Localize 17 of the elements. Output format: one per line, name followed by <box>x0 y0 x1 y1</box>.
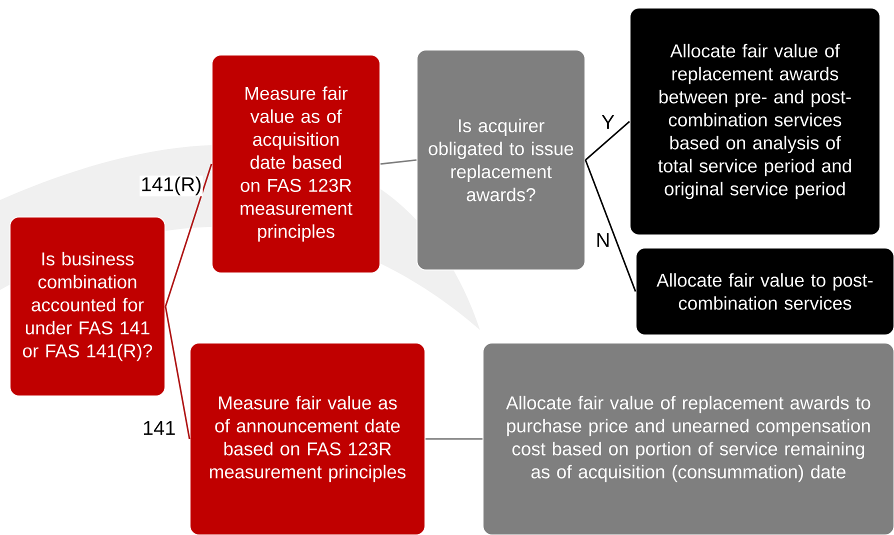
process-box: Allocate fair value of replacement awards between pre- and post-combination services based on analysis of total service period and original service period <box>630 8 880 236</box>
process-box: Allocate fair value to post-combination services <box>636 248 894 336</box>
edge-label: Y <box>600 114 616 130</box>
edge-label: N <box>594 232 612 248</box>
connector-line <box>164 164 212 307</box>
decision-box: Is acquirer obligated to issue replacement awards? <box>416 50 586 270</box>
process-box: Is business combination accounted for under FAS 141 or FAS 141(R)? <box>10 216 166 396</box>
process-box: Measure fair value as of announcement date based on FAS 123R measurement principles <box>190 342 426 535</box>
connector-line <box>380 159 417 165</box>
connector-line <box>584 120 630 161</box>
edge-label: 141(R) <box>140 176 203 196</box>
process-box: Allocate fair value of replacement awards to purchase price and unearned compensation cost based on portion of service remaining as of acquisition (consummation) date <box>482 342 894 535</box>
connector-line <box>426 438 482 440</box>
process-box: Measure fair value as of acquisition date based on FAS 123R measurement principles <box>212 54 380 274</box>
connector-line <box>164 306 190 440</box>
connector-line <box>584 160 636 292</box>
edge-label: 141 <box>141 420 177 436</box>
